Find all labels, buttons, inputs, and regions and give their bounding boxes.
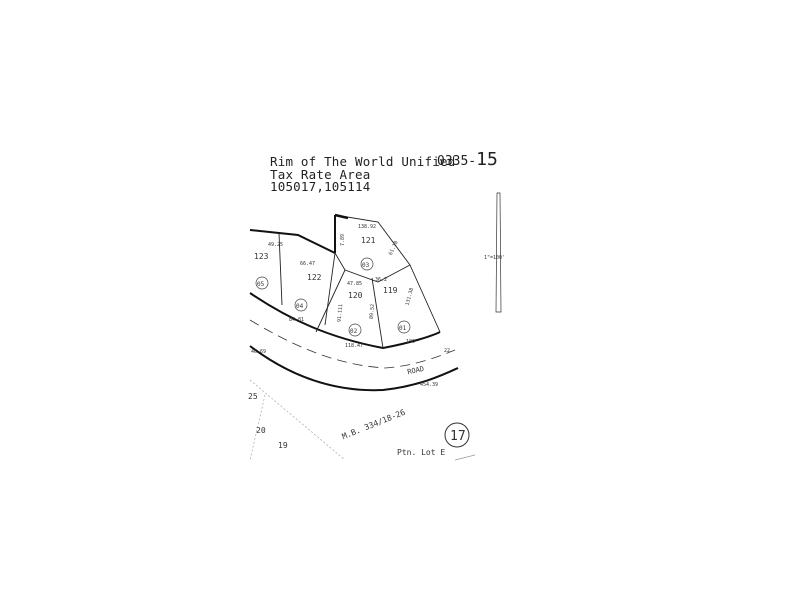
parcel-number: 04 xyxy=(296,303,304,310)
road-outer-boundary xyxy=(249,345,459,392)
lot-number: 25 xyxy=(248,392,258,401)
lot-number: 122 xyxy=(307,273,322,282)
parcel-circle-03 xyxy=(360,257,374,271)
road-inner-boundary xyxy=(249,292,441,350)
dimension-label: 22 xyxy=(444,348,450,354)
dimension-label: 131.38 xyxy=(405,287,415,306)
dimension-label: 61.18 xyxy=(388,240,400,256)
dimension-label: 118.47 xyxy=(345,343,363,349)
page-number: 15 xyxy=(476,149,498,170)
lower-lot-line xyxy=(249,379,346,461)
lot-121-boundary xyxy=(334,214,411,283)
lot-line-123-122 xyxy=(278,232,283,306)
lot-line-122-120 xyxy=(324,252,336,326)
tax-rate-area-label: Tax Rate Area xyxy=(270,167,371,182)
parcel-number: 02 xyxy=(350,328,358,335)
parcel-number: 03 xyxy=(362,262,370,269)
lower-lot-line xyxy=(249,394,266,461)
map-book-reference: M.B. 334/18-26 xyxy=(341,408,407,442)
dimension-label: 100 xyxy=(406,339,415,345)
lot-number: 123 xyxy=(254,252,269,261)
scale-label: 1"=100' xyxy=(484,255,505,261)
dimension-label: 46.69 xyxy=(251,349,266,355)
dimension-label: 47.85 xyxy=(347,281,362,287)
lot-number: 119 xyxy=(383,286,398,295)
road-name: ROAD xyxy=(407,365,425,376)
dimension-label: 454.39 xyxy=(420,382,438,388)
book-number: 0335- xyxy=(437,154,477,169)
lot-line-120-left xyxy=(315,269,346,333)
tax-rate-area-codes: 105017,105114 xyxy=(270,179,371,194)
dimension-label: 66.47 xyxy=(300,261,315,267)
lot-121-thick-edge xyxy=(334,213,349,220)
school-district-title: Rim of The World Unified xyxy=(270,154,456,169)
dimension-label: 7.89 xyxy=(340,234,346,246)
dimension-label: 49.25 xyxy=(268,242,283,248)
parcel-circle-05 xyxy=(255,276,269,290)
parcel-number: 05 xyxy=(257,281,265,288)
north-arrow-icon xyxy=(495,192,502,313)
lot-number: 20 xyxy=(256,426,266,435)
dimension-label: 89.52 xyxy=(369,304,376,320)
parcel-circle-01 xyxy=(397,320,411,334)
lot-line-119-right xyxy=(409,264,441,333)
parcel-circle-04 xyxy=(294,298,308,312)
lot-line-120-119 xyxy=(371,277,384,349)
lot-number: 121 xyxy=(361,236,376,245)
circled-page-ring xyxy=(444,422,470,448)
dimension-label: 36.2 xyxy=(375,277,387,283)
dimension-label: 84.81 xyxy=(289,317,304,323)
lower-lot-line xyxy=(454,454,476,461)
lot-number: 19 xyxy=(278,441,288,450)
portion-label: Ptn. Lot E xyxy=(397,448,445,457)
road-centerline xyxy=(249,319,456,369)
dimension-label: 138.92 xyxy=(358,224,376,230)
map-book-page: 0335-15 xyxy=(437,149,498,170)
lot-number: 120 xyxy=(348,291,363,300)
dimension-label: 91.111 xyxy=(337,304,345,323)
parcel-circle-02 xyxy=(348,323,362,337)
circled-page-number: 17 xyxy=(450,429,466,444)
lot-boundary-line xyxy=(249,229,336,254)
parcel-number: 01 xyxy=(399,325,407,332)
